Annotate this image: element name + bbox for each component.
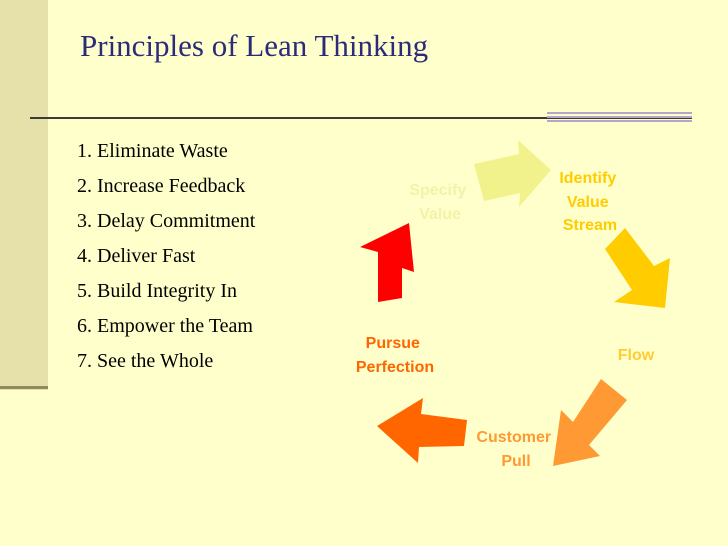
principle-item: 6. Empower the Team [77,315,253,337]
stage-pursue-perfection: Pursue Perfection [356,335,434,376]
principle-item: 7. See the Whole [77,350,214,372]
stage-specify-value: Specify Value [409,182,470,223]
title-divider [30,117,692,119]
arrow-identify-to-flow [605,228,670,308]
arrow-flow-to-pull [553,379,627,466]
slide-title: Principles of Lean Thinking [80,28,429,63]
principle-item: 2. Increase Feedback [77,175,246,197]
stage-flow: Flow [618,347,655,364]
divider-accent [547,112,692,124]
left-decor-line [0,386,48,389]
principle-item: 1. Eliminate Waste [77,140,228,162]
principle-item: 5. Build Integrity In [77,280,237,302]
stage-customer-pull: Customer Pull [476,429,555,470]
principle-item: 4. Deliver Fast [77,245,196,267]
stage-identify-value-stream: Identify Value Stream [559,170,620,234]
left-decor-band [0,0,48,390]
arrow-pull-to-perfection [377,398,467,463]
principles-list: 1. Eliminate Waste 2. Increase Feedback … [77,134,255,379]
arrow-specify-to-identify [474,140,551,207]
principle-item: 3. Delay Commitment [77,210,256,232]
arrow-perfection-to-specify [360,223,414,302]
